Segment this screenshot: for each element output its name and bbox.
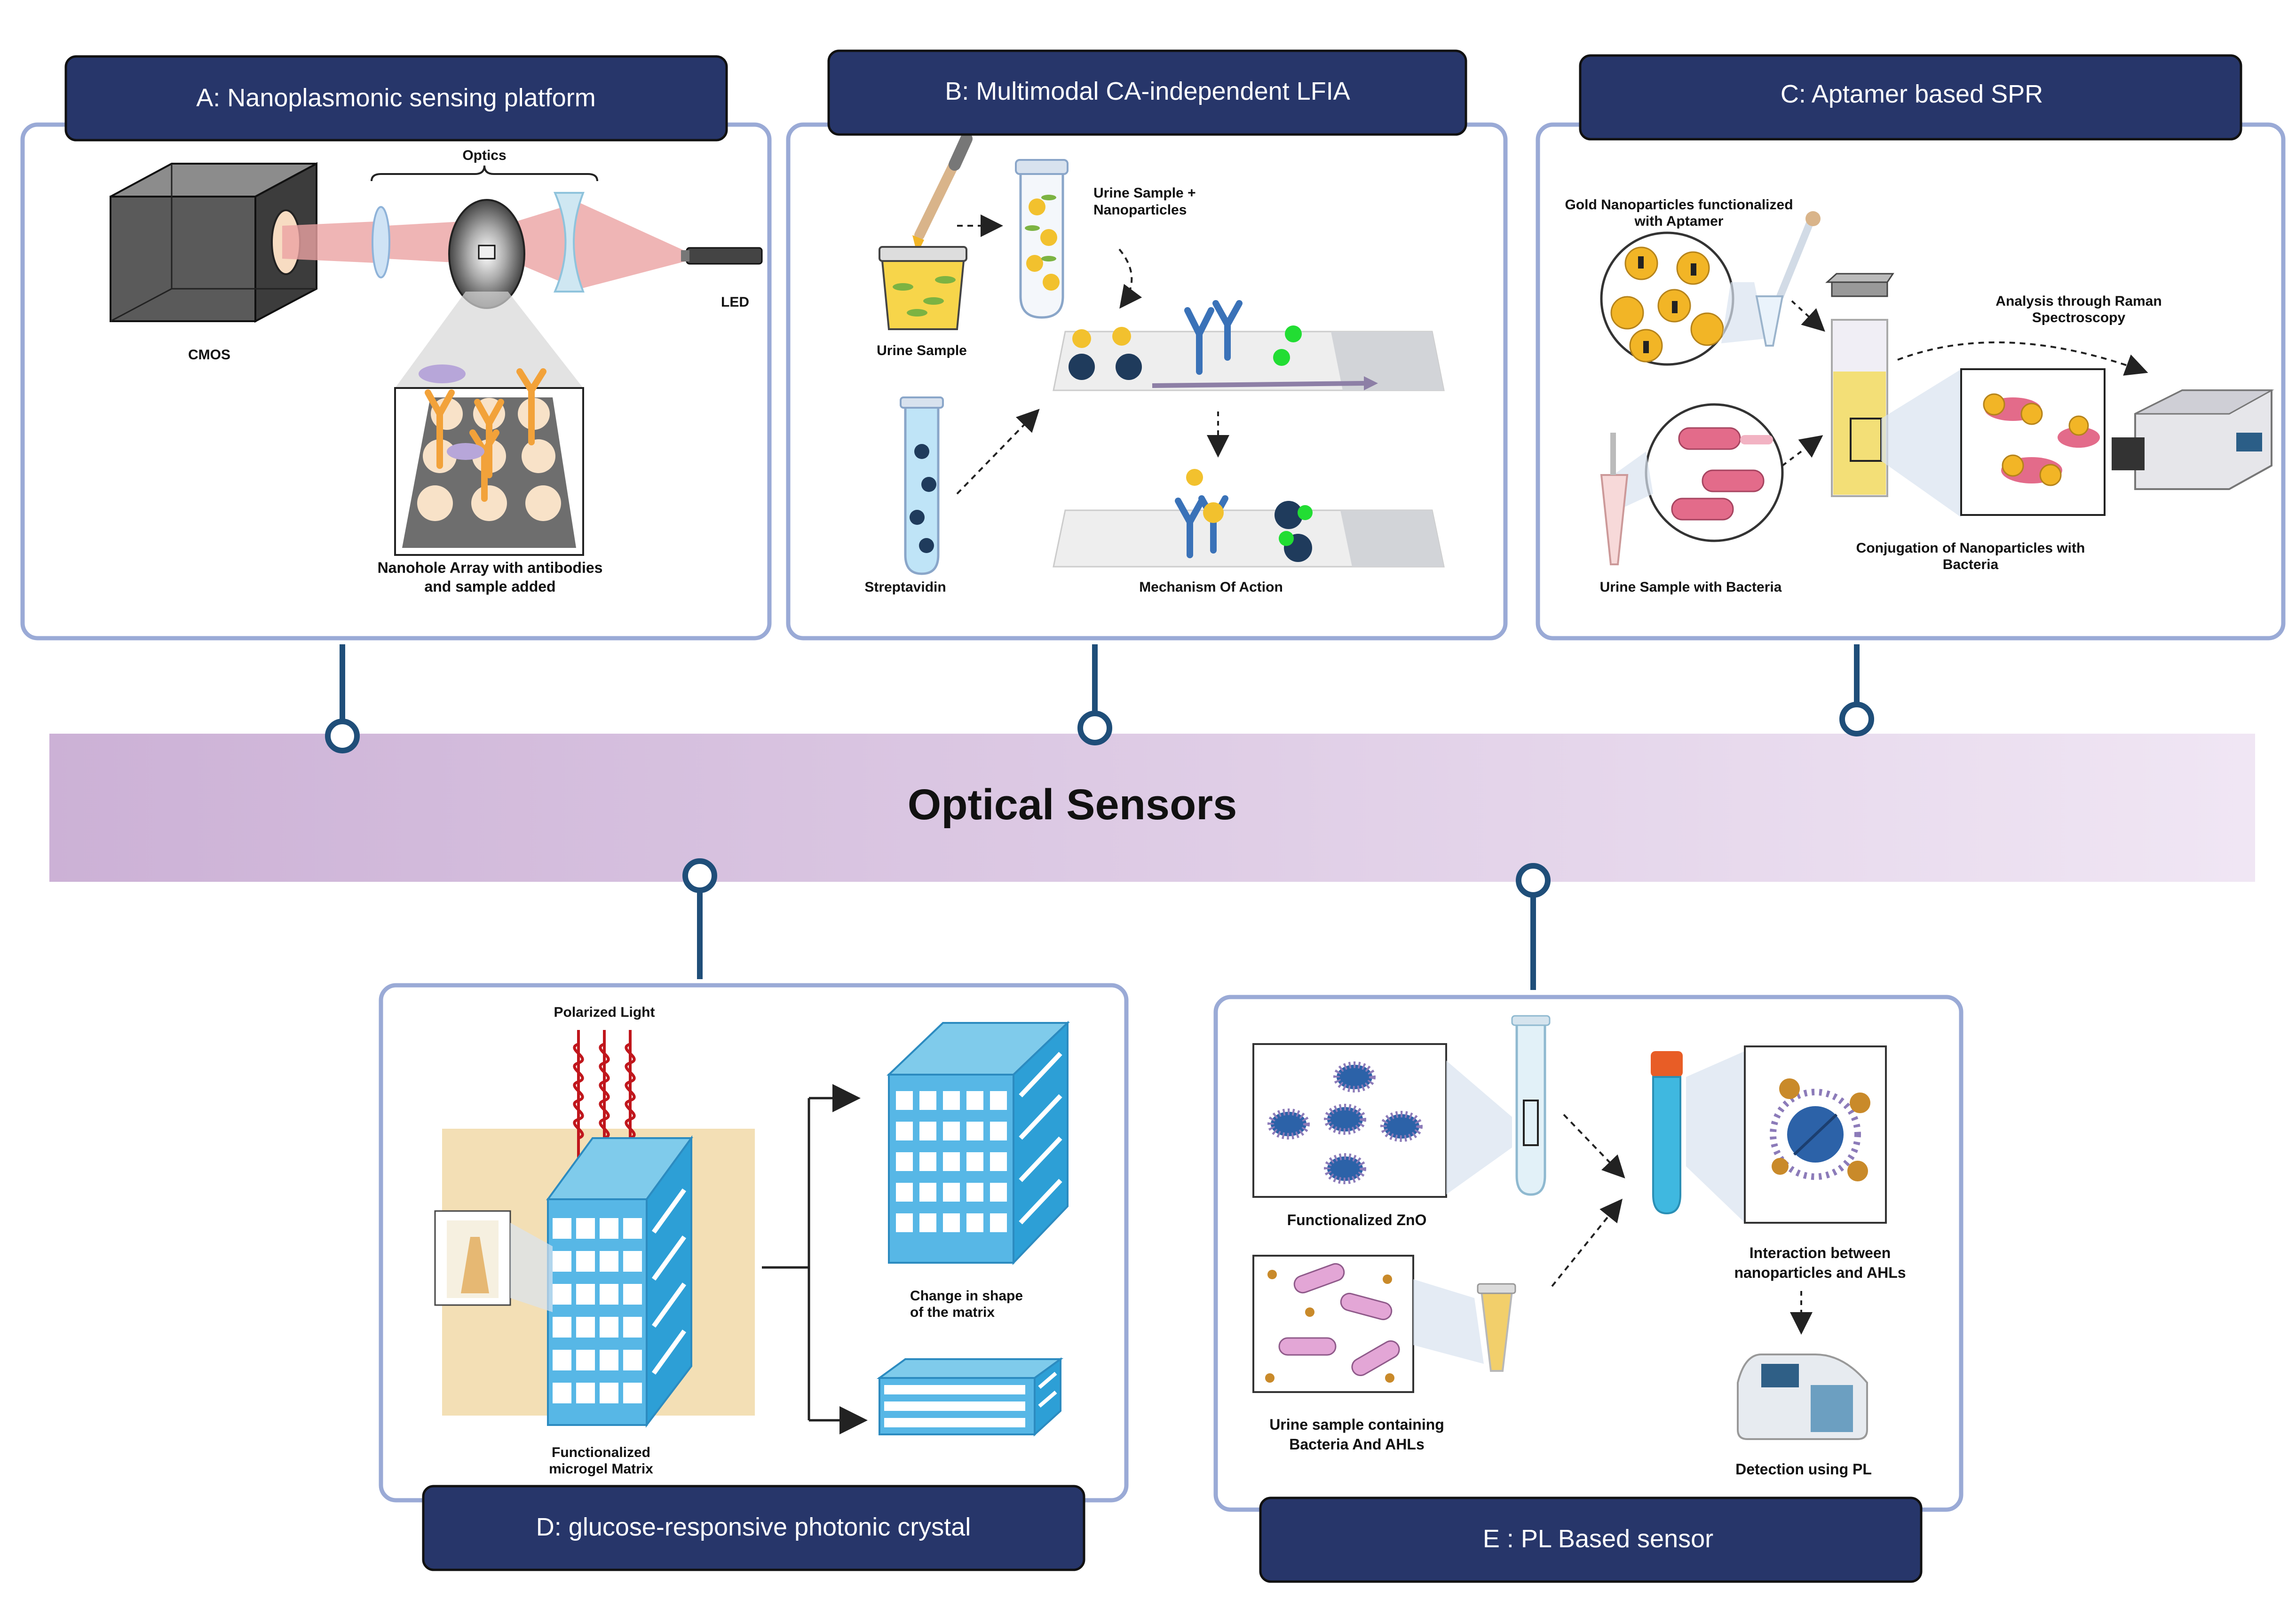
microgel-label-line1: Functionalized [552, 1445, 650, 1460]
panel-a: Optics LED CMOS [20, 55, 772, 641]
light-beam [282, 221, 386, 263]
transition-bracket [762, 1084, 868, 1434]
mechanism-label: Mechanism Of Action [1139, 579, 1283, 595]
polarized-light-label: Polarized Light [554, 1005, 655, 1020]
led-icon [681, 247, 763, 265]
streptavidin-tube-icon [900, 396, 944, 575]
gold-np-label-line1: Gold Nanoparticles functionalized [1565, 197, 1793, 213]
panel-b-title: B: Multimodal CA-independent LFIA [945, 77, 1350, 105]
nanohole-array-icon [394, 364, 584, 556]
central-band: Optical Sensors [49, 734, 2255, 882]
streptavidin-label: Streptavidin [864, 579, 946, 595]
panel-e: Functionalized ZnO Urine sample contai [1213, 995, 1963, 1583]
urine-sample-label: Urine Sample [877, 343, 967, 358]
compressed-matrix-icon [876, 1357, 1064, 1437]
cuvette-icon [1825, 273, 1894, 497]
dropper-icon [1755, 211, 1821, 347]
conjugation-zoom-icon [1960, 368, 2106, 516]
detection-label: Detection using PL [1735, 1461, 1872, 1478]
lfia-strip-top-icon [1053, 300, 1445, 391]
connector-node-a [325, 719, 360, 753]
lens-left-icon [372, 206, 390, 278]
interaction-label-line1: Interaction between [1750, 1244, 1891, 1261]
urine-np-label-line1: Urine Sample + [1093, 185, 1196, 201]
panel-a-title-box [64, 55, 728, 142]
microgel-matrix-icon [546, 1135, 693, 1428]
urine-bacteria-label: Urine Sample with Bacteria [1600, 579, 1782, 595]
panel-b: Urine Sample Urine Sample + Nanoparticle… [786, 49, 1508, 641]
connector-node-e [1516, 863, 1551, 898]
connectors [325, 644, 1874, 990]
bacteria-tube-icon [1600, 433, 1629, 565]
expanded-matrix-icon [887, 1021, 1070, 1265]
conjugation-label-line1: Conjugation of Nanoparticles with [1856, 540, 2085, 556]
lfia-strip-bottom-icon [1053, 469, 1445, 568]
reaction-tube-icon [1651, 1051, 1683, 1215]
cmos-label: CMOS [188, 347, 230, 363]
zno-label: Functionalized ZnO [1287, 1211, 1427, 1228]
bacteria-circle-icon [1645, 403, 1784, 542]
connector-node-b [1077, 711, 1112, 745]
panel-a-title: A: Nanoplasmonic sensing platform [196, 84, 595, 112]
gold-np-label-line2: with Aptamer [1634, 214, 1724, 229]
interaction-zoom-icon [1744, 1045, 1887, 1224]
conjugation-label-line2: Bacteria [1943, 557, 1999, 572]
sample-tube-icon [1477, 1283, 1516, 1372]
nanohole-label-line2: and sample added [424, 578, 555, 595]
central-title: Optical Sensors [908, 781, 1237, 829]
bacteria-ahl-icon [1252, 1255, 1414, 1393]
optics-label: Optics [462, 148, 506, 163]
led-label: LED [721, 294, 749, 310]
zno-particles-icon [1252, 1043, 1447, 1198]
connector-node-d [682, 858, 717, 893]
panel-d-title-box [422, 1485, 1085, 1571]
urine-ahl-label-line1: Urine sample containing [1269, 1416, 1444, 1433]
optics-bracket [371, 165, 598, 182]
change-shape-label-line2: of the matrix [910, 1305, 995, 1320]
nanoparticle-tube-icon [1015, 159, 1069, 319]
raman-label-line2: Spectroscopy [2032, 310, 2126, 325]
microgel-label-line2: microgel Matrix [549, 1461, 653, 1477]
zno-tube-icon [1511, 1015, 1551, 1196]
raman-label-line1: Analysis through Raman [1995, 293, 2161, 309]
change-shape-label-line1: Change in shape [910, 1288, 1023, 1304]
lens-right-icon [553, 192, 585, 293]
raman-spectrometer-icon [2112, 389, 2274, 490]
connector-node-c [1839, 702, 1874, 736]
panel-d-title: D: glucose-responsive photonic crystal [536, 1513, 971, 1541]
urine-ahl-label-line2: Bacteria And AHLs [1289, 1436, 1424, 1453]
pl-spectrometer-icon [1737, 1354, 1868, 1440]
panel-d: Polarized Light [379, 983, 1129, 1571]
interaction-label-line2: nanoparticles and AHLs [1734, 1264, 1906, 1281]
panel-c-title-box [1579, 54, 2242, 141]
nanohole-label-line1: Nanohole Array with antibodies [378, 559, 603, 576]
panel-b-title-box [827, 49, 1467, 136]
panel-c-title: C: Aptamer based SPR [1781, 80, 2043, 108]
panel-e-title: E : PL Based sensor [1483, 1525, 1713, 1553]
gold-nanoparticle-icon [1600, 231, 1734, 366]
particle-zoom-icon [434, 1210, 511, 1306]
urine-np-label-line2: Nanoparticles [1093, 202, 1187, 218]
urine-cup-icon [879, 246, 967, 330]
panel-e-title-box [1259, 1496, 1923, 1583]
panel-c: Gold Nanoparticles functionalized with A… [1536, 54, 2286, 641]
pipette-icon [912, 133, 973, 254]
